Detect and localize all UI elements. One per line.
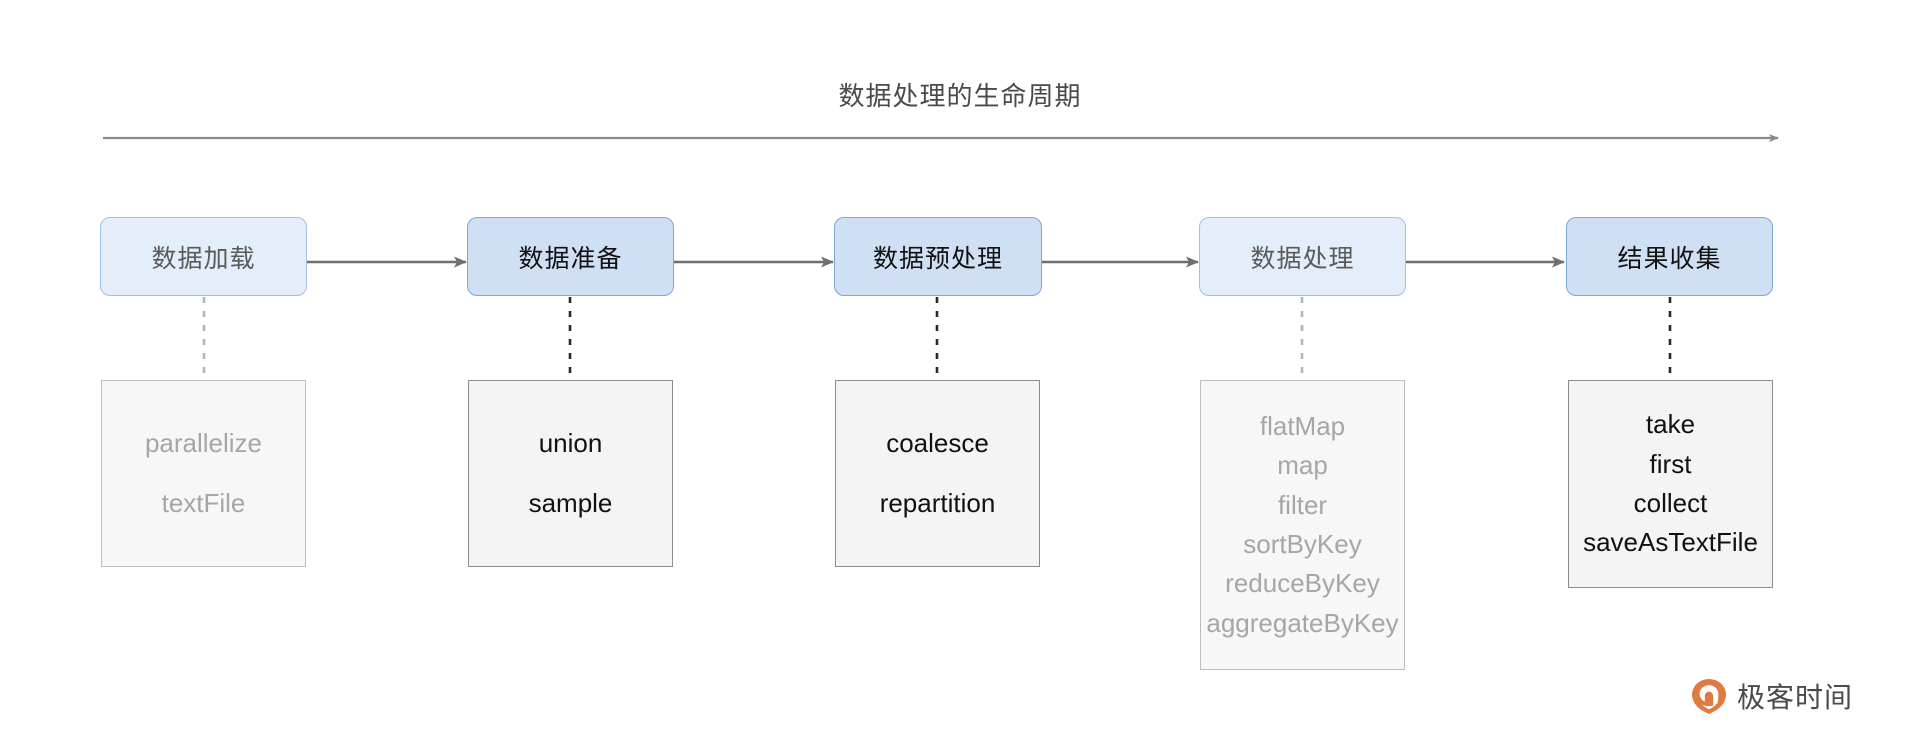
stage-box-data-load[interactable]: 数据加载 bbox=[100, 217, 307, 296]
operator-item: sortByKey bbox=[1243, 529, 1362, 559]
operator-item: collect bbox=[1633, 488, 1708, 518]
operator-item: saveAsTextFile bbox=[1583, 527, 1758, 558]
stage-label: 数据准备 bbox=[518, 244, 623, 273]
stage-label: 数据预处理 bbox=[872, 244, 1003, 273]
operator-item: first bbox=[1649, 448, 1692, 479]
operator-item: textFile bbox=[161, 487, 246, 518]
page-title: 数据处理的生命周期 bbox=[838, 81, 1082, 111]
operator-item: reduceByKey bbox=[1225, 568, 1380, 599]
stage-box-data-prepare[interactable]: 数据准备 bbox=[467, 217, 674, 296]
operator-box-result-collect: take first collect saveAsTextFile bbox=[1568, 380, 1773, 588]
operator-item: aggregateByKey bbox=[1206, 607, 1399, 638]
operator-item: union bbox=[538, 428, 603, 459]
operator-box-data-prepare: union sample bbox=[468, 380, 673, 567]
operator-item: parallelize bbox=[144, 428, 263, 459]
operator-box-data-preprocess: coalesce repartition bbox=[835, 380, 1040, 567]
watermark: 极客时间 bbox=[1690, 676, 1853, 716]
stage-label: 数据处理 bbox=[1250, 244, 1355, 273]
watermark-text: 极客时间 bbox=[1737, 682, 1854, 713]
operator-item: flatMap bbox=[1259, 411, 1346, 442]
operator-box-data-process: flatMap map filter sortByKey reduceByKey… bbox=[1200, 380, 1405, 670]
operator-item: map bbox=[1277, 450, 1328, 481]
operator-item: repartition bbox=[879, 487, 996, 518]
operator-item: sample bbox=[528, 487, 613, 518]
operator-item: filter bbox=[1277, 489, 1328, 520]
operator-item: coalesce bbox=[886, 428, 989, 459]
stage-label: 数据加载 bbox=[151, 244, 256, 273]
stage-box-data-preprocess[interactable]: 数据预处理 bbox=[834, 217, 1042, 296]
operator-box-data-load: parallelize textFile bbox=[101, 380, 306, 567]
geekbang-logo-icon bbox=[1690, 677, 1728, 715]
stage-box-data-process[interactable]: 数据处理 bbox=[1199, 217, 1406, 296]
stage-box-result-collect[interactable]: 结果收集 bbox=[1566, 217, 1773, 296]
operator-item: take bbox=[1645, 409, 1696, 440]
stage-label: 结果收集 bbox=[1617, 244, 1722, 273]
